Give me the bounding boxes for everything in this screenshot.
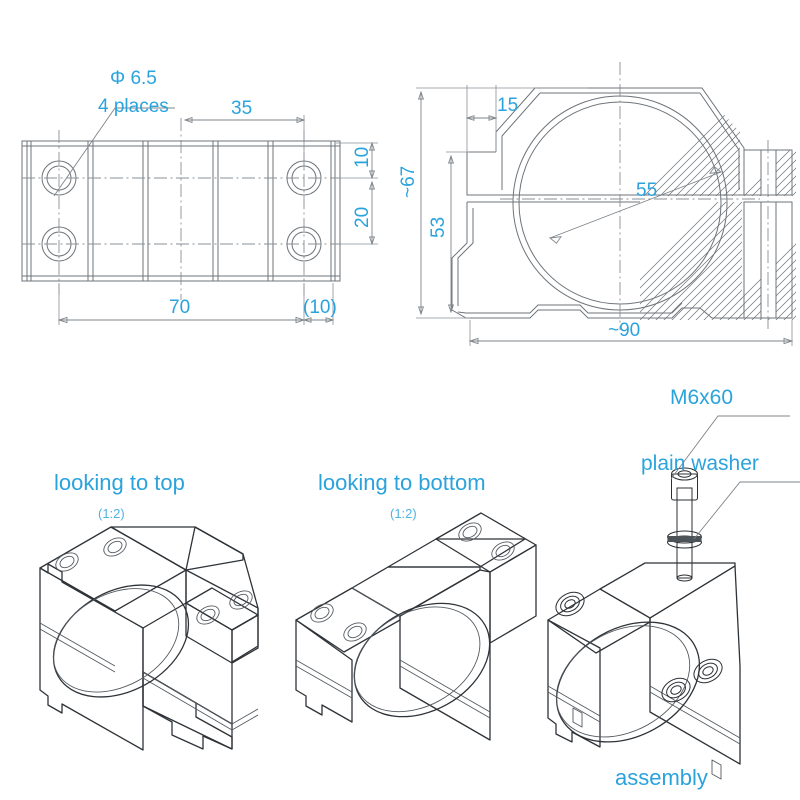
iso-scale-looking-to-top: (1:2) (98, 506, 125, 521)
callout-label-bolt: M6x60 (670, 386, 733, 409)
dimension-10-vertical: 10 (352, 147, 373, 168)
iso-bottom-holes (310, 522, 515, 642)
section-lower-body (452, 202, 744, 318)
clamp-iso-bottom (295, 512, 537, 741)
iso-title-looking-to-bottom: looking to bottom (318, 470, 486, 495)
dimension-90 (468, 320, 794, 346)
dimension-hole-count-note: 4 places (98, 96, 169, 117)
dimension-10-edge (302, 283, 335, 325)
clamp-iso-top (39, 526, 259, 751)
dimension-15: 15 (497, 95, 518, 116)
dimension-90: ~90 (608, 320, 640, 341)
assembly-title: assembly (615, 765, 708, 790)
dimension-20-vertical: 20 (352, 207, 373, 228)
dimension-55-bore (548, 166, 723, 244)
dimension-70 (57, 283, 306, 325)
callout-label-washer: plain washer (641, 452, 759, 475)
iso-title-looking-to-top: looking to top (54, 470, 185, 495)
iso-top-holes (55, 537, 253, 625)
hole-centerlines (22, 118, 340, 300)
plate-rib-lines (88, 141, 273, 281)
dimension-15 (465, 85, 498, 152)
dimension-67 (416, 87, 588, 319)
installed-bolts (555, 591, 723, 703)
dimension-55-bore: 55 (636, 180, 657, 201)
section-upper-body (467, 88, 744, 195)
dimension-10-vertical (336, 141, 378, 180)
assembly-callout-leaders (670, 415, 800, 540)
dimension-35: 35 (231, 98, 252, 119)
dimension-35 (183, 115, 306, 170)
clamp-assembly (547, 467, 741, 780)
dimension-53 (446, 151, 470, 314)
dimension-67: ~67 (398, 166, 419, 198)
boss-hole-upper (761, 150, 776, 195)
dimension-53: 53 (428, 217, 449, 238)
hole-note-leader (53, 107, 175, 197)
dimension-10-edge: (10) (303, 297, 337, 318)
exploded-bolt (667, 467, 702, 582)
dimension-20-vertical (336, 180, 378, 246)
section-centerlines (500, 62, 769, 330)
boss-hole-lower (761, 202, 776, 318)
iso-scale-looking-to-bottom: (1:2) (390, 506, 417, 521)
section-hatch-lower (640, 202, 742, 320)
dimension-hole-diameter: Φ 6.5 (110, 68, 157, 89)
dimension-70: 70 (169, 297, 190, 318)
